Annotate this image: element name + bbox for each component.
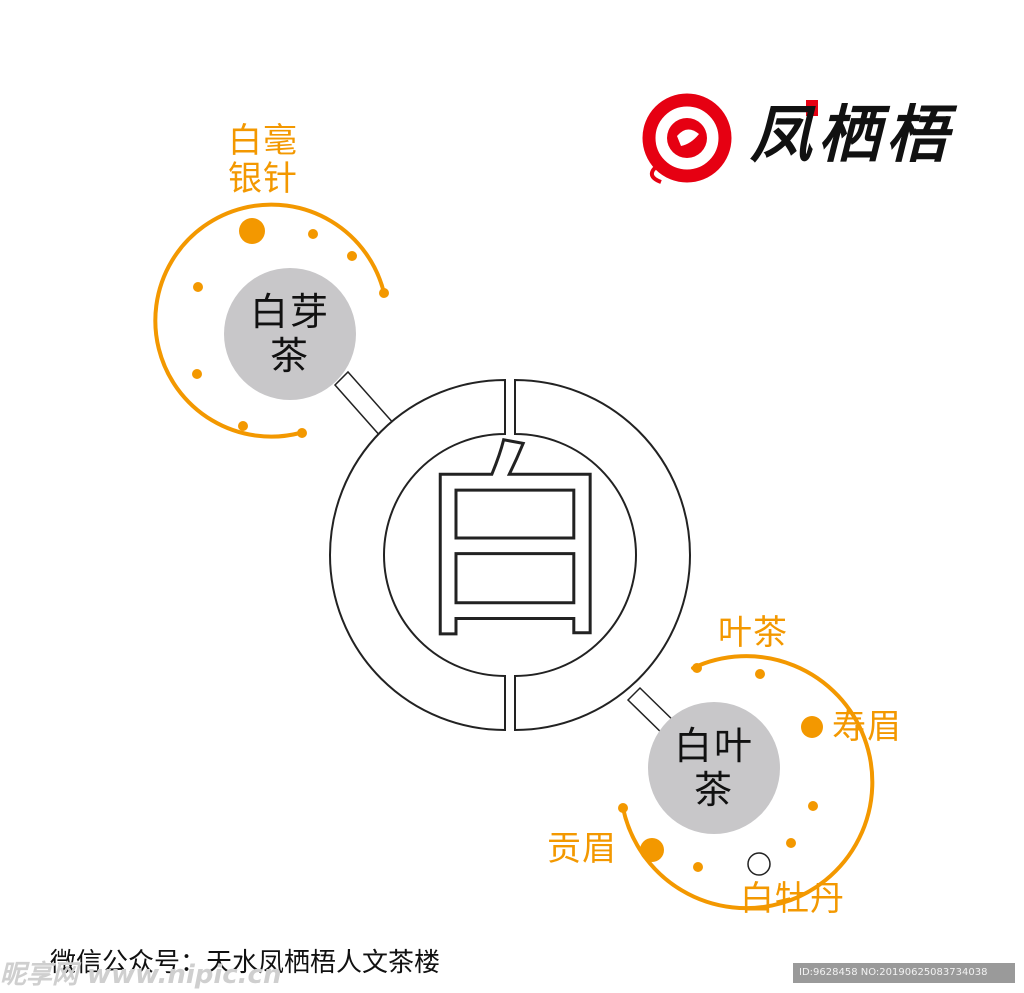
- watermark-site: 昵享网 www.nipic.cn: [0, 960, 282, 990]
- logo-text: 凤栖梧: [750, 98, 955, 171]
- watermark-id: ID:9628458 NO:20190625083734038: [793, 963, 1015, 983]
- bud-orbit-arc: [153, 202, 386, 439]
- logo-seal-icon: [642, 93, 732, 184]
- label-gongmei: 贡眉: [547, 829, 617, 869]
- label-shoumei: 寿眉: [832, 707, 902, 747]
- bud-node-circle: [224, 268, 356, 400]
- logo-stamp-icon: [806, 100, 818, 116]
- leaf-node-circle: [648, 702, 780, 834]
- leaf-node-label: 白叶 茶: [654, 724, 774, 812]
- bud-node-label: 白芽 茶: [230, 290, 350, 378]
- leaf-dot-gongmei: [640, 838, 664, 862]
- center-ring: [329, 378, 691, 732]
- leaf-node-line2: 茶: [693, 768, 734, 812]
- footer-wechat-account: 微信公众号：天水凤栖梧人文茶楼: [50, 948, 441, 978]
- label-peony: 白牡丹: [740, 879, 845, 919]
- bud-node-line1: 白芽: [249, 290, 330, 334]
- bud-dot-major: [239, 218, 265, 244]
- brand-logo: 凤栖梧: [640, 92, 1000, 182]
- label-silver-needle: 白毫 银针: [228, 122, 298, 198]
- label-silver-needle-2: 银针: [228, 159, 298, 199]
- center-glyph: 白: [409, 422, 622, 667]
- bud-node-line2: 茶: [269, 334, 310, 378]
- leaf-dot-peony: [747, 852, 771, 876]
- leaf-node-line1: 白叶: [673, 724, 754, 768]
- label-leaf-tea: 叶茶: [718, 613, 788, 653]
- leaf-dot-shoumei: [801, 716, 823, 738]
- bud-orbit-dots: [192, 218, 389, 438]
- leaf-orbit-dots: [618, 663, 823, 876]
- label-silver-needle-1: 白毫: [228, 121, 298, 161]
- leaf-orbit-arc: [621, 654, 875, 911]
